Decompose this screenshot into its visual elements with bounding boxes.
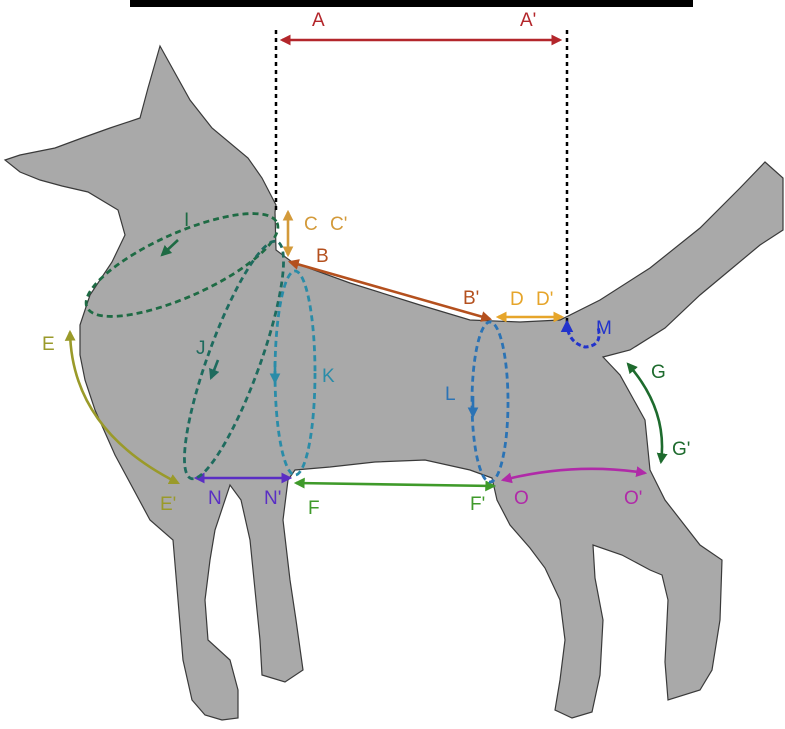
label-O: O	[514, 488, 529, 509]
arrow-O	[500, 466, 648, 484]
label-E-prime: E'	[160, 494, 176, 515]
label-K: K	[322, 366, 335, 387]
arrow-F	[293, 477, 497, 492]
label-N: N	[208, 488, 222, 509]
dog-silhouette	[3, 44, 784, 721]
arrow-J-direction	[209, 359, 220, 381]
label-D-prime: D'	[536, 289, 553, 310]
label-F: F	[308, 498, 320, 519]
arrow-I-direction	[160, 239, 179, 257]
arrow-G	[626, 362, 668, 465]
label-B: B	[316, 246, 329, 267]
label-A-prime: A'	[520, 10, 536, 31]
label-O-prime: O'	[624, 488, 642, 509]
label-N-prime: N'	[264, 488, 281, 509]
label-L: L	[445, 384, 456, 405]
loop-I	[84, 212, 280, 318]
arrow-M	[560, 319, 601, 349]
arrow-E	[64, 329, 180, 485]
label-G: G	[651, 362, 666, 383]
loop-J	[183, 239, 285, 481]
label-G-prime: G'	[672, 439, 690, 460]
label-I: I	[184, 210, 189, 231]
label-M: M	[596, 318, 612, 339]
label-B-prime: B'	[463, 288, 479, 309]
label-F-prime: F'	[470, 494, 485, 515]
label-J: J	[196, 338, 206, 359]
arrow-B	[287, 259, 493, 322]
label-C: C	[304, 214, 318, 235]
top-black-bar	[130, 0, 693, 7]
label-A: A	[312, 10, 325, 31]
label-D: D	[510, 289, 524, 310]
loop-L	[470, 320, 510, 484]
label-C-prime: C'	[330, 214, 347, 235]
label-E: E	[42, 334, 55, 355]
